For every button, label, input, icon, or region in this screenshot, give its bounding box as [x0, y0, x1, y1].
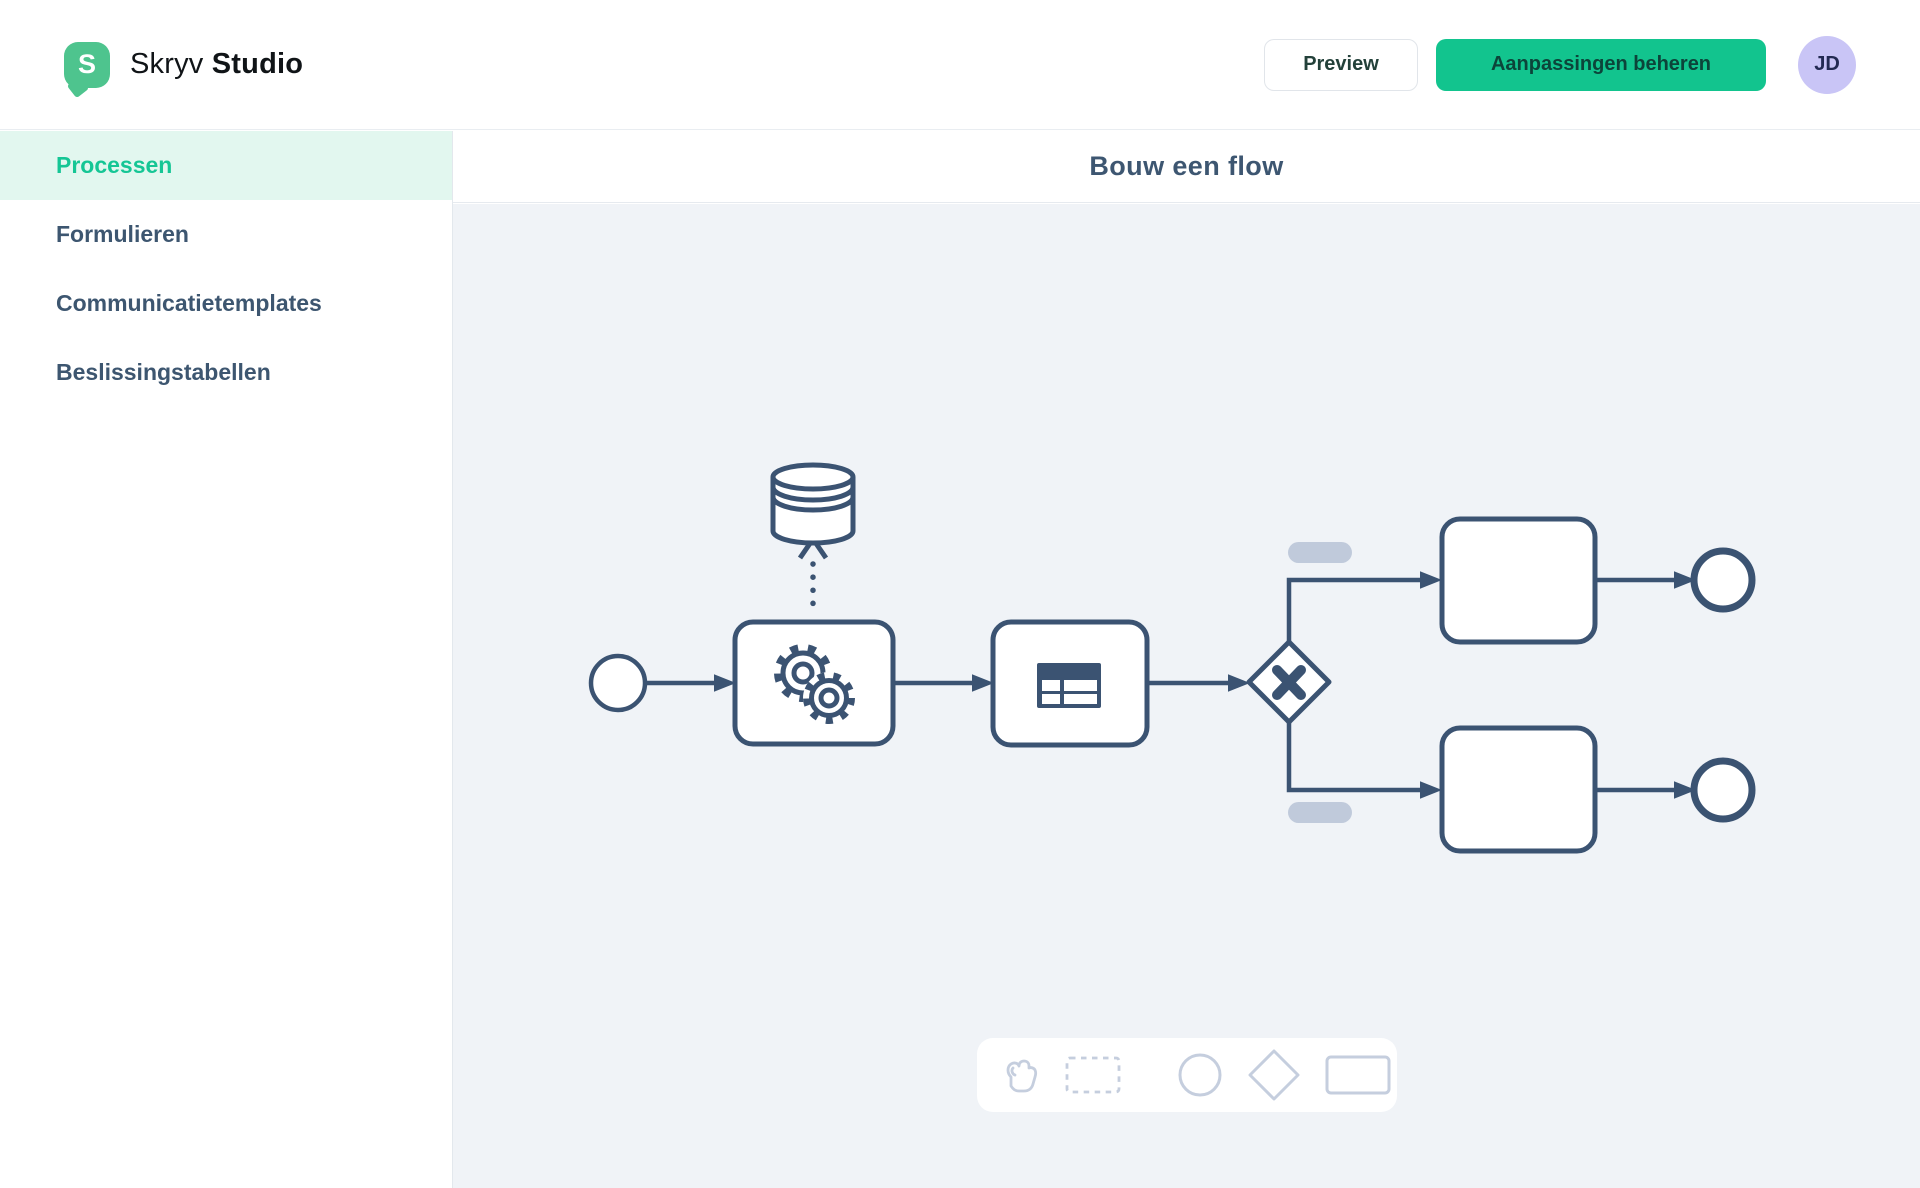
- start-event-node[interactable]: [588, 653, 648, 713]
- hand-tool[interactable]: [1003, 1055, 1041, 1095]
- bpmn-diagram: [588, 462, 1756, 854]
- sidebar-item-communicatietemplates[interactable]: Communicatietemplates: [56, 290, 322, 316]
- sidebar-item-formulieren[interactable]: Formulieren: [56, 221, 189, 247]
- brand-name: Skryv: [130, 48, 204, 80]
- decision-table-task-node[interactable]: [990, 619, 1150, 748]
- manage-changes-button[interactable]: Aanpassingen beheren: [1436, 38, 1766, 91]
- service-task-node[interactable]: [732, 619, 896, 747]
- brand-wordmark: Skryv Studio: [130, 48, 303, 81]
- x-icon: [1272, 665, 1306, 700]
- event-tool[interactable]: [1177, 1052, 1223, 1098]
- canvas-toolbar: [977, 1038, 1397, 1112]
- diamond-shape-icon: [1248, 1049, 1300, 1101]
- brand-name-bold: Studio: [211, 48, 304, 80]
- logo-bubble-icon: S: [64, 41, 110, 98]
- flow-gateway-to-task-top[interactable]: [1286, 571, 1442, 642]
- task-top-node[interactable]: [1439, 516, 1598, 645]
- end-event-bottom-node[interactable]: [1690, 757, 1756, 823]
- flow-canvas[interactable]: [453, 204, 1920, 1188]
- user-avatar[interactable]: JD: [1798, 35, 1856, 94]
- rect-shape-icon: [1325, 1055, 1391, 1095]
- hand-icon: [1006, 1059, 1038, 1093]
- preview-button[interactable]: Preview: [1264, 38, 1418, 91]
- page-title: Bouw een flow: [1089, 151, 1284, 181]
- app-header: S Skryv Studio Preview Aanpassingen behe…: [0, 0, 1920, 130]
- label-pill-top[interactable]: [1288, 542, 1352, 563]
- app-logo: S Skryv Studio: [64, 41, 303, 98]
- label-pill-bottom[interactable]: [1288, 802, 1352, 823]
- sidebar-nav: Processen Formulieren Communicatietempla…: [0, 131, 453, 1188]
- flow-titlebar: Bouw een flow: [453, 131, 1920, 203]
- circle-shape-icon: [1178, 1053, 1222, 1097]
- lasso-icon: [1065, 1056, 1121, 1094]
- flow-gateway-to-task-bottom[interactable]: [1286, 722, 1442, 799]
- datastore-node[interactable]: [770, 462, 856, 546]
- logo-initial: S: [77, 49, 96, 79]
- gears-icon: [774, 644, 855, 724]
- decision-table-icon: [1037, 663, 1101, 708]
- gateway-tool[interactable]: [1247, 1048, 1301, 1102]
- sidebar-item-processen[interactable]: Processen: [0, 131, 452, 200]
- lasso-select-tool[interactable]: [1065, 1055, 1121, 1095]
- end-event-top-node[interactable]: [1690, 547, 1756, 613]
- task-bottom-node[interactable]: [1439, 725, 1598, 854]
- exclusive-gateway-node[interactable]: [1246, 639, 1332, 725]
- task-tool[interactable]: [1325, 1055, 1391, 1095]
- sidebar-item-beslissingstabellen[interactable]: Beslissingstabellen: [56, 359, 271, 385]
